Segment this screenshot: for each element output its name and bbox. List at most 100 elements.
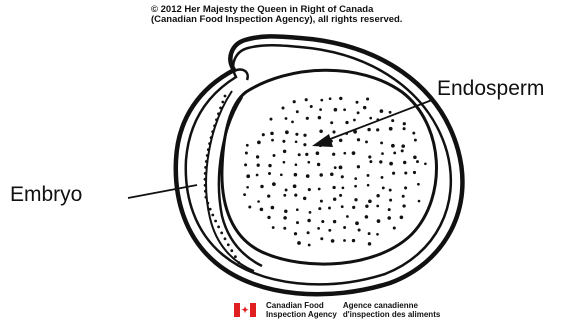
embryo-stipple-dot xyxy=(230,249,233,252)
endosperm-stipple-dot xyxy=(354,198,357,201)
endosperm-stipple-dot xyxy=(296,221,299,224)
endosperm-stipple-dot xyxy=(295,163,298,166)
embryo-stipple-dot xyxy=(204,184,207,187)
endosperm-stipple-dot xyxy=(308,188,311,191)
endosperm-stipple-dot xyxy=(303,143,306,146)
endosperm-stipple-dot xyxy=(412,132,415,135)
embryo-stipple-dot xyxy=(220,232,223,235)
endosperm-stipple-dot xyxy=(402,204,405,207)
endosperm-stipple-dot xyxy=(369,117,372,120)
endosperm-stipple-dot xyxy=(291,121,294,124)
endosperm-stipple-dot xyxy=(354,185,357,188)
endosperm-stipple-dot xyxy=(367,184,370,187)
endosperm-stipple-dot xyxy=(366,97,369,100)
endosperm-stipple-dot xyxy=(272,182,276,186)
embryo-stipple-dot xyxy=(213,124,216,127)
endosperm-stipple-dot xyxy=(283,161,286,164)
endosperm-stipple-dot xyxy=(294,173,298,177)
endosperm-stipple-dot xyxy=(403,161,406,164)
endosperm-stipple-dot xyxy=(389,127,393,131)
embryo-stipple-dot xyxy=(234,255,237,258)
embryo-stipple-dot xyxy=(206,154,209,157)
endosperm-stipple-dot xyxy=(343,108,346,111)
endosperm-stipple-dot xyxy=(389,199,392,202)
endosperm-stipple-dot xyxy=(393,151,396,154)
endosperm-stipple-dot xyxy=(376,128,379,131)
endosperm-stipple-dot xyxy=(256,174,259,177)
embryo-boundary xyxy=(219,97,262,266)
endosperm-stipple-dot xyxy=(365,204,368,207)
endosperm-stipple-dot xyxy=(352,239,355,242)
endosperm-stipple-dot xyxy=(284,210,288,214)
endosperm-stipple-dot xyxy=(353,119,356,122)
endosperm-stipple-dot xyxy=(319,129,323,133)
endosperm-stipple-dot xyxy=(257,141,261,145)
endosperm-stipple-dot xyxy=(308,244,311,247)
endosperm-stipple-dot xyxy=(270,132,274,136)
embryo-stipple-dot xyxy=(217,226,220,229)
endosperm-stipple-dot xyxy=(283,150,286,153)
embryo-stipple-dot xyxy=(227,243,230,246)
endosperm-stipple-dot xyxy=(293,100,296,103)
endosperm-stipple-dot xyxy=(367,174,370,177)
endosperm-stipple-dot xyxy=(404,171,407,174)
endosperm-stipple-dot xyxy=(380,141,383,144)
endosperm-stipple-dot xyxy=(297,241,301,245)
endosperm-stipple-dot xyxy=(318,188,321,191)
endosperm-stipple-dot xyxy=(272,226,275,229)
endosperm-stipple-dot xyxy=(283,227,286,230)
endosperm-stipple-dot xyxy=(330,121,333,124)
embryo-stipple-dot xyxy=(219,107,222,110)
agency-name-english: Canadian Food Inspection Agency xyxy=(266,302,337,319)
endosperm-stipple-dot xyxy=(401,144,405,148)
endosperm-stipple-dot xyxy=(260,208,264,212)
endosperm-stipple-dot xyxy=(387,216,391,220)
endosperm-stipple-dot xyxy=(243,193,246,196)
endosperm-stipple-dot xyxy=(401,149,404,152)
endosperm-stipple-dot xyxy=(295,140,298,143)
endosperm-stipple-dot xyxy=(345,121,348,124)
endosperm-stipple-dot xyxy=(381,152,384,155)
endosperm-stipple-dot xyxy=(317,163,320,166)
agency-fr-line-2: d'inspection des aliments xyxy=(343,311,440,320)
endosperm-stipple-dot xyxy=(413,156,417,160)
endosperm-stipple-dot xyxy=(379,160,382,163)
endosperm-stipple-dot xyxy=(332,130,335,133)
endosperm-stipple-dot xyxy=(404,186,407,189)
endosperm-stipple-dot xyxy=(285,130,289,134)
endosperm-stipple-dot xyxy=(424,162,427,165)
endosperm-stipple-dot xyxy=(367,128,370,131)
endosperm-stipple-dot xyxy=(334,166,337,169)
endosperm-stipple-dot xyxy=(342,187,345,190)
endosperm-stipple-dot xyxy=(346,215,349,218)
endosperm-stipple-dot xyxy=(330,173,334,177)
endosperm-stipple-dot xyxy=(285,189,288,192)
endosperm-stipple-dot xyxy=(283,216,287,220)
endosperm-stipple-dot xyxy=(369,160,372,163)
endosperm-stipple-dot xyxy=(357,111,360,114)
endosperm-stipple-dot xyxy=(283,194,286,197)
endosperm-stipple-dot xyxy=(365,140,368,143)
endosperm-stipple-dot xyxy=(402,195,405,198)
endosperm-stipple-dot xyxy=(271,139,274,142)
endosperm-stipple-dot xyxy=(246,144,249,147)
endosperm-stipple-dot xyxy=(354,177,357,180)
endosperm-stipple-dot xyxy=(307,231,310,234)
endosperm-stipple-dot xyxy=(267,194,270,197)
endosperm-stipple-dot xyxy=(352,151,356,155)
endosperm-stipple-dot xyxy=(282,140,285,143)
endosperm-stipple-dot xyxy=(281,106,284,109)
endosperm-stipple-dot xyxy=(358,228,361,231)
endosperm-stipple-dot xyxy=(357,165,360,168)
endosperm-stipple-dot xyxy=(334,108,338,112)
endosperm-stipple-dot xyxy=(248,205,251,208)
embryo-stipple-dot xyxy=(207,148,210,151)
embryo-stipple-dot xyxy=(204,190,207,193)
endosperm-stipple-dot xyxy=(318,116,322,120)
endosperm-stipple-dot xyxy=(343,239,346,242)
endosperm-stipple-dot xyxy=(380,109,384,113)
embryo-stipple-dot xyxy=(208,142,211,145)
endosperm-stipple-dot xyxy=(316,151,320,155)
endosperm-stipple-dot xyxy=(357,138,360,141)
endosperm-stipple-dot xyxy=(382,186,385,189)
